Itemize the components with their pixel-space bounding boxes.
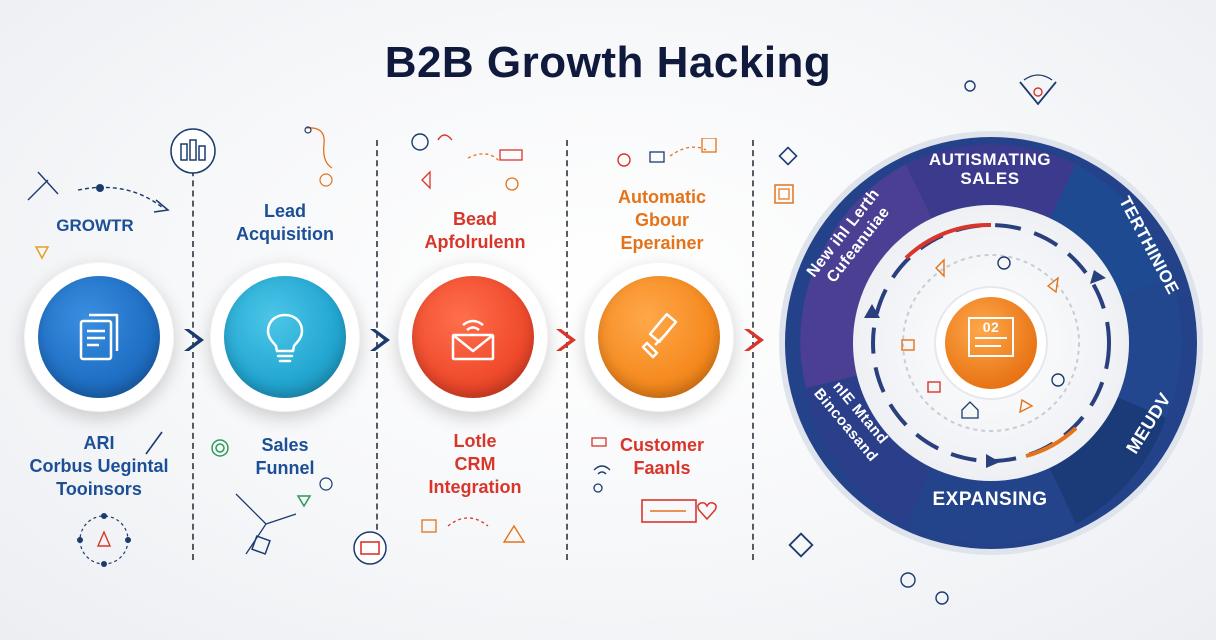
divider — [192, 140, 194, 560]
divider — [752, 140, 754, 560]
stage-1-bottom-label: ARI Corbus Uegintal Tooinsors — [29, 433, 169, 499]
pen-icon — [145, 431, 163, 455]
stage-4-bottom-label: Customer Faanls — [619, 435, 704, 478]
stage-1-top-label: GROWTR — [56, 216, 134, 235]
chart-icon — [170, 128, 216, 174]
growth-cycle-wheel — [779, 131, 1203, 555]
lightbulb-icon — [266, 313, 304, 363]
chevron-right-icon — [556, 329, 576, 351]
chevron-right-icon — [744, 329, 764, 351]
gear-doodle-icon — [617, 138, 717, 167]
network-icon — [77, 513, 131, 567]
stage-2-bottom-label: Sales Funnel — [255, 435, 315, 478]
document-icon — [79, 313, 119, 361]
growth-arrow-icon — [27, 171, 170, 213]
stage-4-top-label: Automatic Gbour Eperainer — [617, 187, 706, 253]
mail-badge-icon — [353, 531, 387, 565]
divider — [376, 140, 378, 560]
chevron-right-icon — [184, 329, 204, 351]
stage-2-top-label: Lead Acquisition — [236, 201, 334, 244]
dot-icon — [964, 80, 976, 92]
diamond-icon — [788, 532, 814, 558]
compass-icon — [900, 572, 949, 605]
page-title: B2B Growth Hacking — [384, 38, 832, 87]
stage-1-node[interactable] — [24, 262, 174, 412]
cycle-label-bottom: EXPANSING — [932, 489, 1048, 510]
signal-icon — [1019, 74, 1057, 106]
sketch-doodle-icon — [304, 126, 333, 187]
cycle-label-top: AUTISMATING SALES — [928, 150, 1052, 188]
heart-icon — [34, 246, 50, 260]
frame-icon — [774, 184, 794, 204]
stage-3-bottom-label: Lotle CRM Integration — [428, 431, 522, 497]
idea-doodle-icon — [411, 133, 523, 191]
tools-icon — [641, 312, 678, 359]
diamond-icon — [778, 146, 798, 166]
chevron-right-icon — [370, 329, 390, 351]
cycle-center-label: 02 — [982, 319, 1000, 335]
sparkle-doodle-icon — [421, 517, 526, 543]
email-icon — [451, 319, 495, 361]
heart-outline-icon — [697, 502, 717, 521]
certificate-icon — [641, 499, 697, 523]
stage-2-node[interactable] — [210, 262, 360, 412]
stage-3-top-label: Bead Apfolrulenn — [424, 209, 526, 252]
divider — [566, 140, 568, 560]
branch-doodle-icon — [235, 477, 333, 555]
target-icon — [211, 439, 229, 457]
stage-4-node[interactable] — [584, 262, 734, 412]
wifi-user-icon — [591, 437, 611, 493]
stage-3-node[interactable] — [398, 262, 548, 412]
